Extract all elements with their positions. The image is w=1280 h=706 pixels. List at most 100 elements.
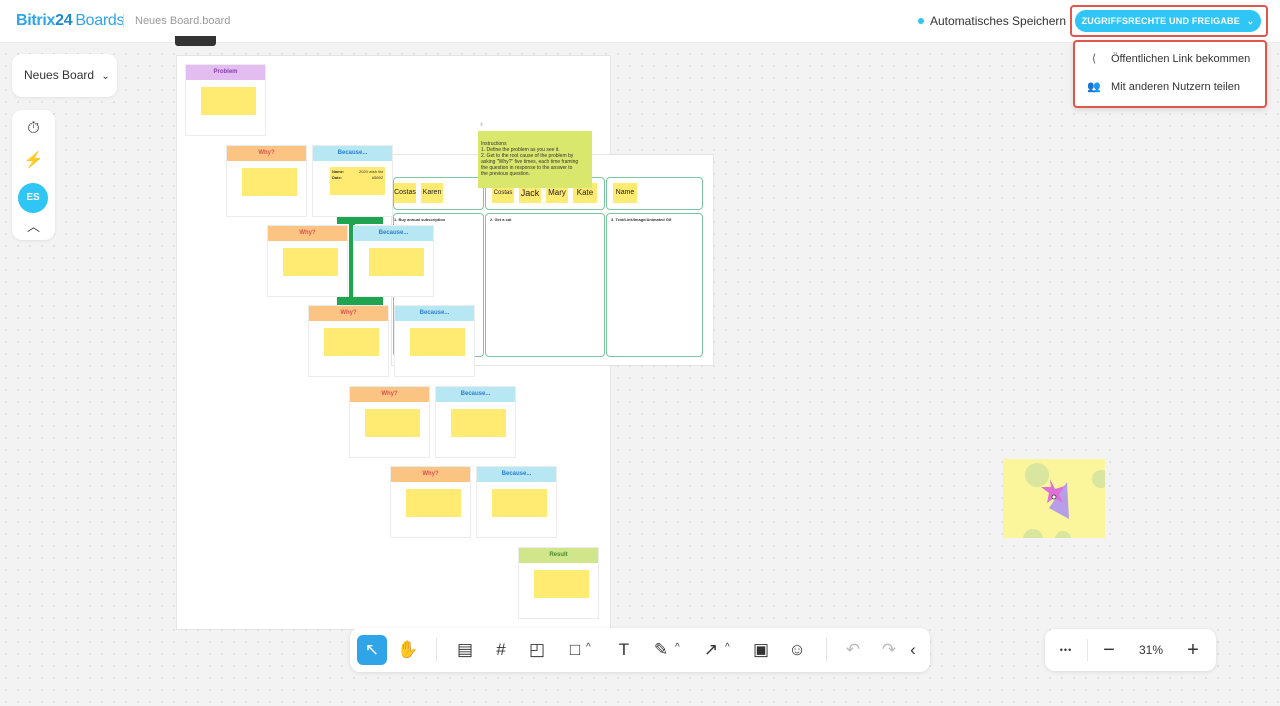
why-card[interactable]: Why? xyxy=(390,466,471,538)
avatar[interactable]: ES xyxy=(18,183,48,213)
because-card[interactable]: Because... xyxy=(353,225,434,297)
access-button-highlight: ZUGRIFFSRECHTE UND FREIGABE ⌄ xyxy=(1070,5,1268,37)
sticky-note[interactable] xyxy=(451,409,506,437)
select-tool[interactable]: ↖ xyxy=(357,635,387,665)
chevron-down-icon: ⌄ xyxy=(1246,16,1255,26)
why-card[interactable]: Why? xyxy=(226,145,307,217)
text-tool[interactable]: T xyxy=(618,640,630,659)
timer-icon[interactable]: ⏱ xyxy=(27,120,40,137)
card-header: Problem xyxy=(186,65,265,80)
sticky-note[interactable] xyxy=(410,328,465,356)
sticky-note[interactable] xyxy=(534,570,589,598)
sticky-note[interactable] xyxy=(406,489,461,517)
why-card[interactable]: Why? xyxy=(349,386,430,458)
card-header: Why? xyxy=(268,226,347,241)
menu-item-label: Öffentlichen Link bekommen xyxy=(1111,53,1251,65)
instructions-line: the previous question. xyxy=(481,171,530,177)
card-header: Why? xyxy=(391,467,470,482)
menu-item-share-users[interactable]: 👥Mit anderen Nutzern teilen xyxy=(1087,77,1240,97)
zoom-in-button[interactable]: + xyxy=(1187,639,1199,661)
sticky-note-tool[interactable]: ◰ xyxy=(528,640,546,659)
logo-number: 24 xyxy=(55,12,73,29)
share-menu: ⟨ Öffentlichen Link bekommen 👥Mit anderen… xyxy=(1073,40,1267,108)
connector-bar[interactable] xyxy=(337,216,383,224)
card-header: Because... xyxy=(436,387,515,402)
name-sticky[interactable]: Kate xyxy=(573,183,597,203)
zoom-out-button[interactable]: − xyxy=(1103,639,1115,661)
collapse-icon[interactable]: ︿ xyxy=(26,219,40,234)
instructions-line: the question in response to the answer t… xyxy=(481,165,573,171)
sticky-note[interactable] xyxy=(283,248,338,276)
board-name-dropdown[interactable]: Neues Board ⌄ xyxy=(12,54,117,97)
pen-tool[interactable]: ✎ xyxy=(653,640,669,659)
why-card[interactable]: Why? xyxy=(308,305,389,377)
name-sticky[interactable]: Costas xyxy=(492,183,514,203)
note-field-label: Date: xyxy=(332,175,343,180)
card-header: Because... xyxy=(354,226,433,241)
column-title: 2. Get a cat xyxy=(490,217,512,222)
arrow-tool[interactable]: ↗ xyxy=(703,640,719,659)
menu-item-label: Mit anderen Nutzern teilen xyxy=(1111,81,1241,93)
collapse-toolbar-button[interactable]: ‹ xyxy=(910,640,916,659)
hand-tool[interactable]: ✋ xyxy=(397,640,419,659)
name-sticky[interactable]: Name xyxy=(613,183,637,203)
header-divider xyxy=(123,14,124,28)
frame-tool[interactable]: # xyxy=(496,640,506,659)
redo-button[interactable]: ↷ xyxy=(881,640,897,659)
why-card[interactable]: Why? xyxy=(267,225,348,297)
chevron-up-icon[interactable]: ^ xyxy=(725,642,730,653)
magic-icon[interactable]: ⚡ xyxy=(23,152,44,169)
instructions-line: 1. Define the problem as you see it. xyxy=(481,147,560,153)
note-field-value: 2020 wish list xyxy=(358,169,383,174)
because-card[interactable]: Because... xyxy=(435,386,516,458)
result-card[interactable]: Result xyxy=(518,547,599,619)
access-share-button[interactable]: ZUGRIFFSRECHTE UND FREIGABE ⌄ xyxy=(1075,10,1261,32)
because-card[interactable]: Because... Name: 2020 wish list Date: #5… xyxy=(312,145,393,217)
name-sticky[interactable]: Jack xyxy=(519,183,541,203)
frame-tab[interactable] xyxy=(175,36,216,46)
sticky-note[interactable] xyxy=(201,87,256,115)
sticky-note[interactable] xyxy=(369,248,424,276)
name-sticky[interactable]: Karen xyxy=(421,183,443,203)
logo-product: Boards xyxy=(75,12,125,29)
chevron-up-icon[interactable]: ^ xyxy=(675,642,680,653)
toolbar-divider xyxy=(436,638,437,662)
emoji-tool[interactable]: ☺ xyxy=(788,640,806,659)
template-tool[interactable]: ▤ xyxy=(456,640,474,659)
connector-bar[interactable] xyxy=(349,224,355,298)
sticky-note[interactable]: Name: 2020 wish list Date: #5692 xyxy=(330,167,385,195)
name-sticky[interactable]: Costas xyxy=(394,183,416,203)
zoom-level[interactable]: 31% xyxy=(1138,643,1164,657)
more-options-icon[interactable]: ••• xyxy=(1059,645,1073,655)
sticker-graphic xyxy=(1023,463,1105,538)
card-header: Why? xyxy=(309,306,388,321)
card-header: Because... xyxy=(313,146,392,161)
connector-bar[interactable] xyxy=(337,297,383,305)
sticky-note[interactable] xyxy=(242,168,297,196)
share-icon: ⟨ xyxy=(1091,53,1097,65)
chevron-up-icon[interactable]: ^ xyxy=(586,642,591,653)
sticker-image[interactable] xyxy=(1003,459,1105,538)
card-header: Because... xyxy=(477,467,556,482)
sticky-note[interactable] xyxy=(492,489,547,517)
image-tool[interactable]: ▣ xyxy=(752,640,770,659)
column-title: 3. Text/Link/Image/Animated Gif xyxy=(611,217,672,222)
menu-item-public-link[interactable]: ⟨ Öffentlichen Link bekommen xyxy=(1087,49,1250,69)
problem-card[interactable]: Problem xyxy=(185,64,266,136)
card-header: Because... xyxy=(395,306,474,321)
sticky-note[interactable] xyxy=(365,409,420,437)
instructions-sticky[interactable]: Instructions 1. Define the problem as yo… xyxy=(478,131,592,188)
sticky-note[interactable] xyxy=(324,328,379,356)
table-column[interactable] xyxy=(485,213,605,357)
because-card[interactable]: Because... xyxy=(394,305,475,377)
name-sticky[interactable]: Mary xyxy=(546,183,568,203)
toolbar-divider xyxy=(826,638,827,662)
because-card[interactable]: Because... xyxy=(476,466,557,538)
bottom-toolbar: ↖ ✋ ▤ # ◰ □ ^ T ✎ ^ ↗ ^ ▣ ☺ ↶ ↷ ‹ xyxy=(350,628,930,672)
shape-tool[interactable]: □ xyxy=(569,640,581,659)
instructions-line: 2. Get to the root cause of the problem … xyxy=(481,153,574,159)
table-column[interactable] xyxy=(606,213,703,357)
undo-button[interactable]: ↶ xyxy=(845,640,861,659)
